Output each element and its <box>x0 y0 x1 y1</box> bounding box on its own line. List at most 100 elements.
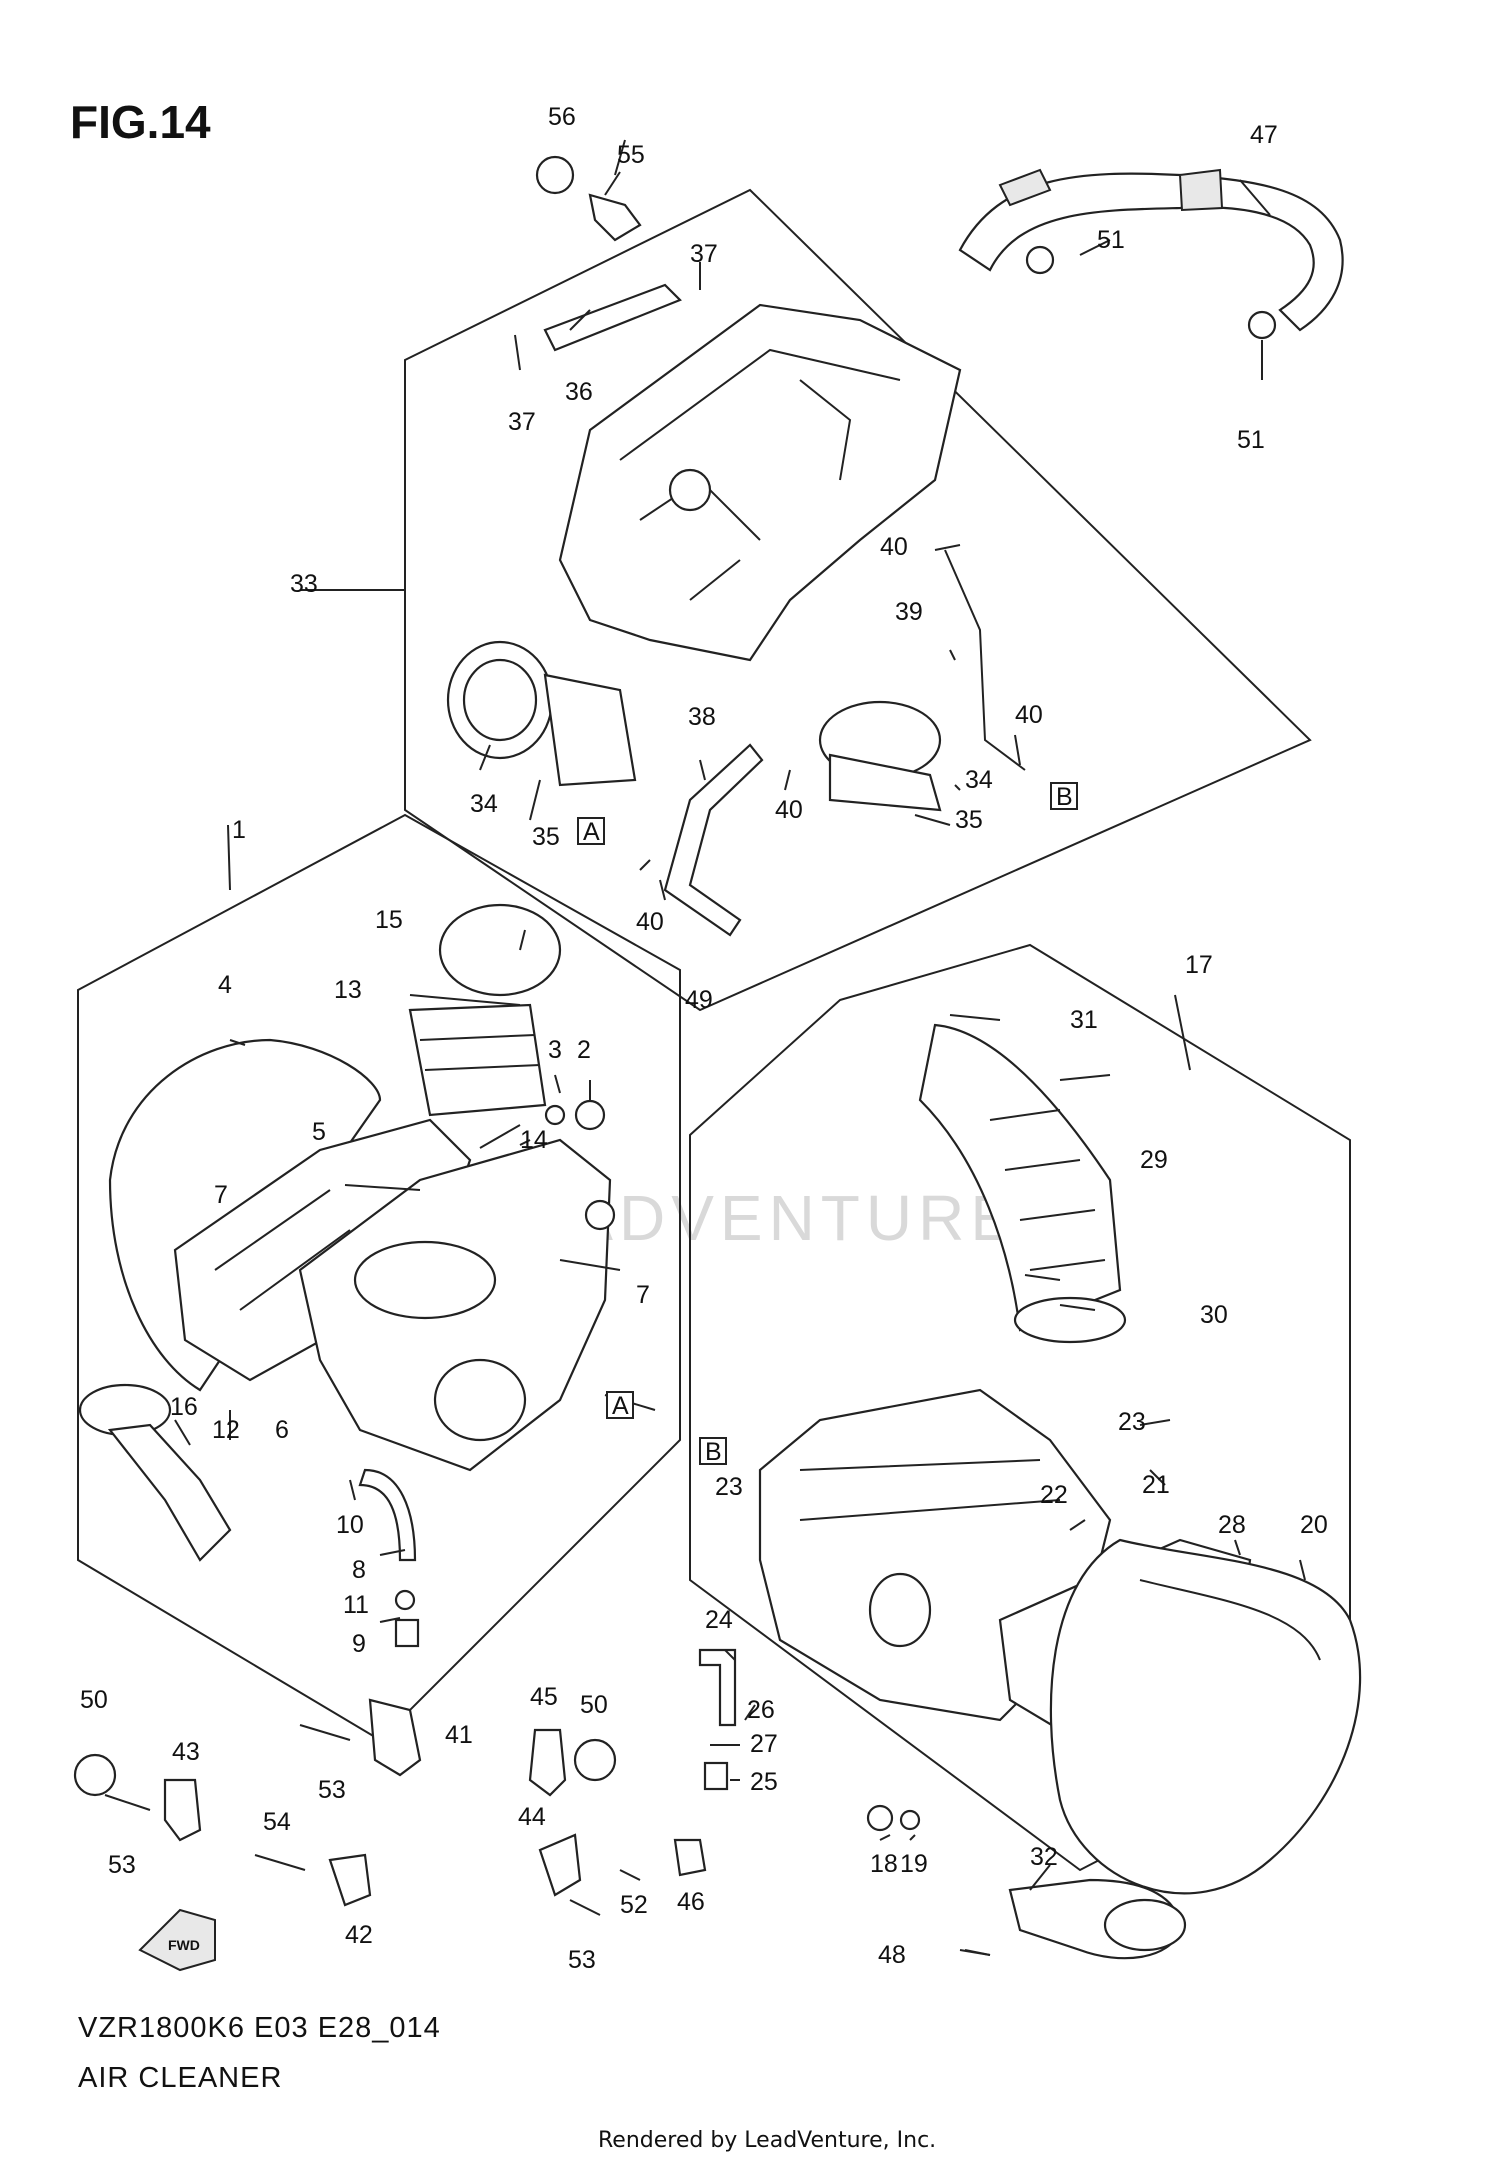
callout-40-lower: 40 <box>636 908 664 936</box>
fwd-arrow-icon: FWD <box>138 1908 216 1972</box>
callout-17: 17 <box>1185 951 1213 979</box>
fwd-arrow-label: FWD <box>168 1937 200 1953</box>
callout-14: 14 <box>520 1126 548 1154</box>
callout-54: 54 <box>263 1808 291 1836</box>
model-code: VZR1800K6 E03 E28_014 <box>78 2012 441 2044</box>
callout-52: 52 <box>620 1891 648 1919</box>
bolt-53-left <box>104 1794 151 1811</box>
callout-7-left: 7 <box>214 1181 228 1209</box>
collar-3 <box>544 1104 566 1126</box>
intake-boot-34-left <box>446 640 637 787</box>
callout-49: 49 <box>685 986 713 1014</box>
group-box-1 <box>77 813 681 1742</box>
callout-6: 6 <box>275 1416 289 1444</box>
callout-21: 21 <box>1142 1471 1170 1499</box>
figure-title: FIG.14 <box>70 96 211 148</box>
callout-40-right: 40 <box>1015 701 1043 729</box>
hose-38 <box>663 743 764 937</box>
bracket-42 <box>328 1853 372 1907</box>
callout-53-middle: 53 <box>318 1776 346 1804</box>
callout-3: 3 <box>548 1036 562 1064</box>
hose-24 <box>698 1648 737 1727</box>
callout-36: 36 <box>565 378 593 406</box>
clamp-11 <box>394 1589 416 1611</box>
callout-27: 27 <box>750 1730 778 1758</box>
callout-50-left: 50 <box>80 1686 108 1714</box>
duct-16 <box>78 1383 232 1562</box>
callout-51-upper: 51 <box>1097 226 1125 254</box>
callout-5: 5 <box>312 1118 326 1146</box>
callout-12: 12 <box>212 1416 240 1444</box>
grommet-50-left <box>73 1753 117 1797</box>
callout-4: 4 <box>218 971 232 999</box>
callout-18: 18 <box>870 1850 898 1878</box>
callout-31: 31 <box>1070 1006 1098 1034</box>
grommet-50-middle <box>573 1738 617 1782</box>
drain-plug-25 <box>703 1761 729 1791</box>
section-name: AIR CLEANER <box>78 2062 283 2094</box>
callout-2: 2 <box>577 1036 591 1064</box>
group-box-33 <box>404 188 1312 1012</box>
callout-40-middle: 40 <box>775 796 803 824</box>
callout-1: 1 <box>232 816 246 844</box>
callout-35-left: 35 <box>532 823 560 851</box>
callout-11: 11 <box>343 1591 369 1619</box>
hose-36 <box>543 283 682 352</box>
callout-23-upper: 23 <box>1118 1408 1146 1436</box>
callout-25: 25 <box>750 1768 778 1796</box>
callout-43: 43 <box>172 1738 200 1766</box>
bolt-53-right <box>569 1899 601 1916</box>
hose-clamp-51-upper <box>1025 245 1055 275</box>
callout-55: 55 <box>617 141 645 169</box>
hose-8 <box>358 1468 417 1562</box>
callout-50-right: 50 <box>580 1691 608 1719</box>
cushion-46 <box>673 1838 707 1877</box>
grommet-18 <box>866 1804 894 1832</box>
callout-33: 33 <box>290 570 318 598</box>
callout-37-upper: 37 <box>690 240 718 268</box>
reference-marker-B-upper-label: B <box>1056 783 1073 811</box>
cover-20 <box>1049 1538 1362 1895</box>
callout-35-right: 35 <box>955 806 983 834</box>
callout-26: 26 <box>747 1696 775 1724</box>
reference-marker-B-lower-label: B <box>705 1438 722 1466</box>
callout-29: 29 <box>1140 1146 1168 1174</box>
callout-39: 39 <box>895 598 923 626</box>
callout-7-right: 7 <box>636 1281 650 1309</box>
callout-labels: 1 2 3 4 5 6 7 7 8 9 10 11 12 13 14 15 16… <box>80 103 1328 1974</box>
callout-10: 10 <box>336 1511 364 1539</box>
callout-37-lower: 37 <box>508 408 536 436</box>
funnel-13-15 <box>408 903 562 1117</box>
intake-boot-34-right <box>818 700 942 812</box>
hose-47 <box>958 168 1344 332</box>
callout-42: 42 <box>345 1921 373 1949</box>
reference-marker-A-lower: A <box>606 1391 634 1420</box>
bracket-45 <box>528 1728 567 1797</box>
callout-47: 47 <box>1250 121 1278 149</box>
reference-marker-A-lower-label: A <box>612 1392 629 1420</box>
hose-39 <box>944 549 1026 771</box>
callout-40-upper: 40 <box>880 533 908 561</box>
reference-marker-B-lower: B <box>699 1437 727 1466</box>
callout-56: 56 <box>548 103 576 131</box>
callout-32: 32 <box>1030 1843 1058 1871</box>
collar-19 <box>899 1809 921 1831</box>
callout-44: 44 <box>518 1803 546 1831</box>
callout-28: 28 <box>1218 1511 1246 1539</box>
reference-marker-A-upper-label: A <box>583 818 600 846</box>
callout-34-left: 34 <box>470 790 498 818</box>
reference-marker-B-upper: B <box>1050 782 1078 811</box>
callout-9: 9 <box>352 1630 366 1658</box>
callout-41: 41 <box>445 1721 473 1749</box>
reference-marker-A-upper: A <box>577 817 605 846</box>
leader-lines <box>174 139 1306 1956</box>
callout-23-lower: 23 <box>715 1473 743 1501</box>
case-6 <box>298 1138 616 1472</box>
callout-24: 24 <box>705 1606 733 1634</box>
callout-15: 15 <box>375 906 403 934</box>
callout-46: 46 <box>677 1888 705 1916</box>
bracket-44 <box>538 1833 582 1897</box>
outlet-tube-29 <box>918 1023 1127 1344</box>
callout-53-left: 53 <box>108 1851 136 1879</box>
